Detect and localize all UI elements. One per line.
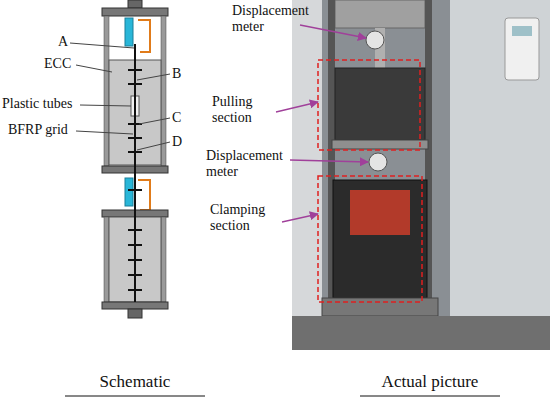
panel-caption: Schematic (60, 372, 210, 392)
point-label: D (172, 134, 192, 150)
frame-rod (161, 217, 166, 302)
point-label: A (58, 34, 78, 50)
instrument-label: Displacement meter (232, 3, 312, 35)
part-label: Plastic tubes (2, 96, 102, 112)
dial-gauge (369, 153, 387, 171)
fixture-plate (332, 140, 428, 149)
caption-underline (360, 396, 500, 397)
bfrp-grid-bar (134, 44, 136, 302)
frame-rod (104, 16, 109, 166)
displacement-meter-symbol (125, 18, 133, 46)
section-label: Pulling section (212, 94, 274, 126)
floor (292, 316, 550, 350)
dashed-region (318, 60, 420, 150)
top-cap (128, 0, 142, 8)
controller-screen (512, 26, 532, 36)
grid-ticks (128, 70, 142, 290)
part-label: BFRP grid (8, 122, 108, 138)
pointer-arrows (276, 25, 368, 222)
clamp-block (109, 217, 161, 302)
pulling-fixture (335, 68, 425, 140)
dashed-region (318, 176, 422, 302)
leader-lines (70, 43, 170, 150)
schematic (65, 0, 205, 396)
photo-background (292, 0, 550, 350)
dial-gauge (366, 31, 384, 49)
material-label: ECC (44, 56, 84, 72)
controller (505, 18, 539, 80)
crosshead (335, 0, 425, 28)
cabinet (450, 0, 550, 330)
displacement-meter-symbol (125, 178, 133, 206)
meter-bracket (138, 180, 150, 210)
specimen-face (350, 190, 410, 235)
clamping-fixture (333, 180, 427, 298)
base-plate (322, 298, 438, 316)
frame-rod (104, 217, 109, 302)
top-plate (102, 8, 168, 16)
bottom-cap (128, 309, 142, 318)
point-label: B (172, 66, 192, 82)
section-label: Clamping section (210, 202, 280, 234)
bottom-plate (102, 302, 168, 309)
instrument-label: Displacement meter (206, 148, 290, 180)
photo (276, 0, 550, 396)
point-label: C (172, 110, 192, 126)
caption-underline (65, 396, 205, 397)
panel-caption: Actual picture (355, 372, 505, 392)
meter-bracket (138, 20, 150, 52)
